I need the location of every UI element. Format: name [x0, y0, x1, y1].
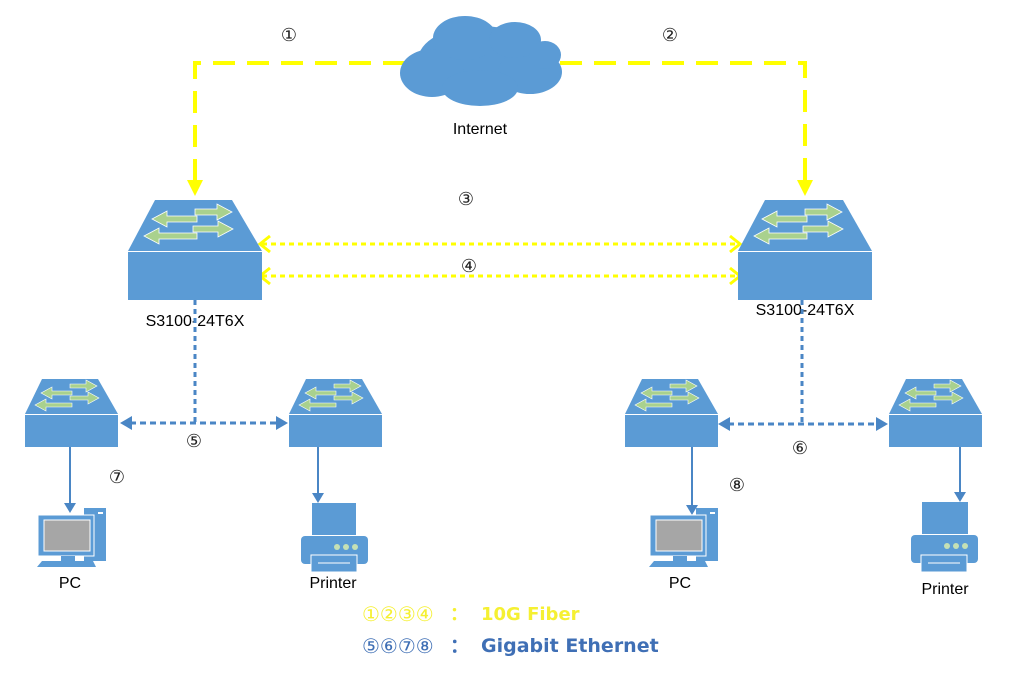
- link-7-ethernet: [64, 447, 76, 513]
- link-2-fiber: [560, 61, 813, 196]
- legend-item-ethernet: ⑤⑥⑦⑧ ： Gigabit Ethernet: [362, 634, 659, 658]
- link-1-fiber: [187, 61, 405, 196]
- link-marker-1: ①: [281, 25, 297, 46]
- pc-right-label: PC: [669, 575, 691, 592]
- internet-cloud-icon: [400, 16, 562, 106]
- link-8-ethernet: [686, 447, 698, 515]
- internet-label: Internet: [453, 121, 508, 138]
- legend-ethernet-separator: ：: [450, 635, 469, 657]
- legend-fiber-markers: ①②③④: [362, 602, 434, 626]
- link-6-ethernet: [718, 300, 888, 431]
- pc-left-icon: [37, 508, 106, 567]
- pc-left-label: PC: [59, 575, 81, 592]
- link-marker-5: ⑤: [186, 431, 202, 452]
- link-marker-4: ④: [461, 256, 477, 277]
- link-marker-8: ⑧: [729, 475, 745, 496]
- printer-right-label: Printer: [921, 581, 969, 598]
- access-switch-2-icon: [289, 379, 382, 447]
- access-switch-1-icon: [25, 379, 118, 447]
- legend: ①②③④ ： 10G Fiber ⑤⑥⑦⑧ ： Gigabit Ethernet: [362, 602, 659, 658]
- legend-fiber-text: 10G Fiber: [481, 604, 580, 625]
- link-5-ethernet: [120, 300, 288, 430]
- printer-right-icon: [911, 502, 978, 573]
- link-marker-3: ③: [458, 189, 474, 210]
- link-4-fiber: [257, 266, 743, 286]
- link-printer-right: [954, 447, 966, 502]
- link-marker-6: ⑥: [792, 438, 808, 459]
- core-switch-left-icon: [128, 200, 262, 300]
- link-marker-2: ②: [662, 25, 678, 46]
- core-switch-right-label: S3100-24T6X: [756, 302, 855, 319]
- pc-right-icon: [649, 508, 718, 567]
- access-switch-3-icon: [625, 379, 718, 447]
- link-3-fiber: [257, 234, 743, 254]
- core-switch-right-icon: [738, 200, 872, 300]
- access-switch-4-icon: [889, 379, 982, 447]
- legend-ethernet-markers: ⑤⑥⑦⑧: [362, 634, 434, 658]
- link-printer-left: [312, 447, 324, 503]
- legend-fiber-separator: ：: [450, 604, 468, 625]
- legend-item-fiber: ①②③④ ： 10G Fiber: [362, 602, 580, 626]
- printer-left-icon: [301, 503, 368, 573]
- link-marker-7: ⑦: [109, 467, 125, 488]
- printer-left-label: Printer: [309, 575, 357, 592]
- legend-ethernet-text: Gigabit Ethernet: [481, 635, 659, 657]
